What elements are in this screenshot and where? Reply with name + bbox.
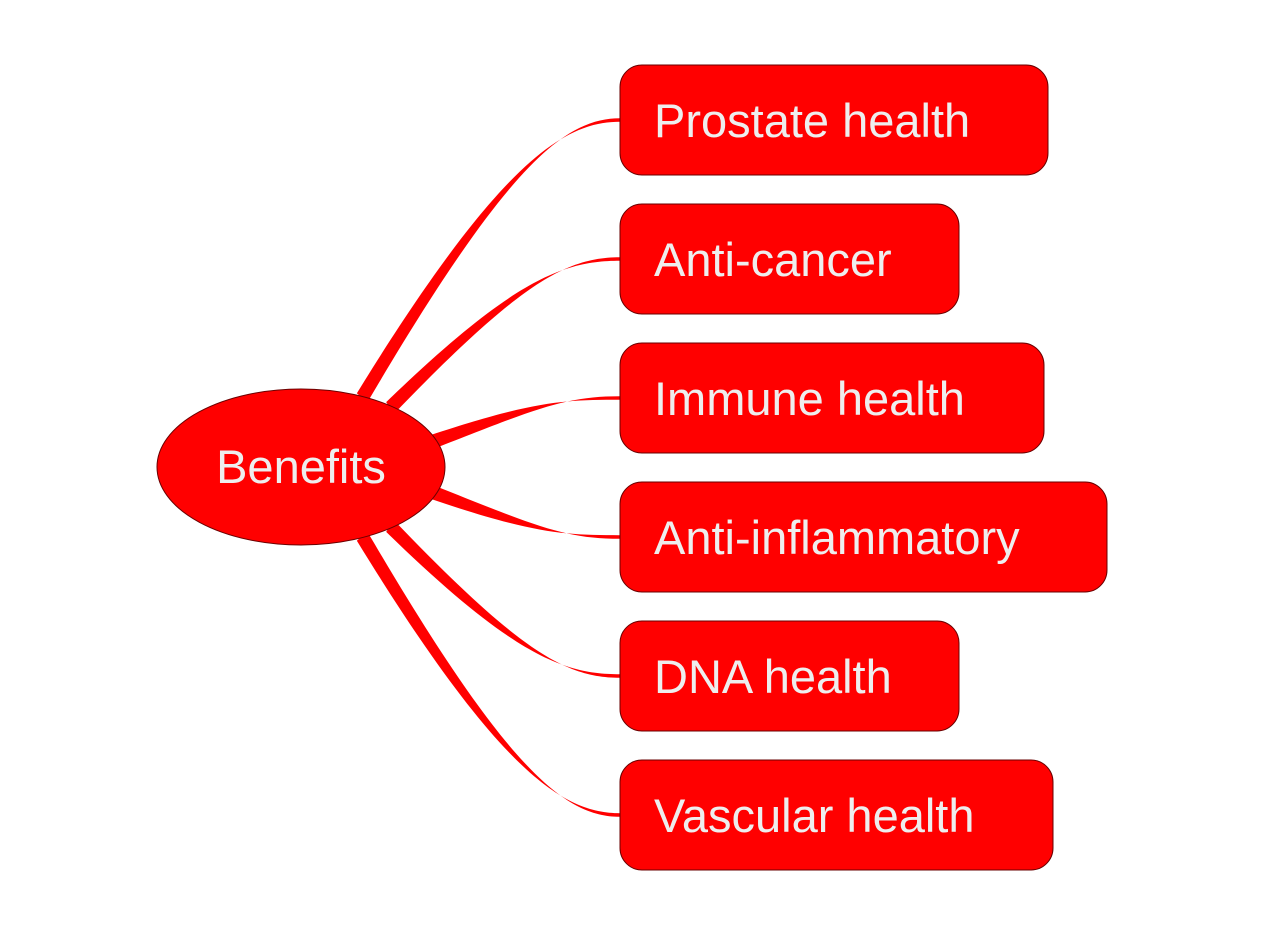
branch-node-label: DNA health: [654, 650, 892, 703]
branch-node-label: Anti-cancer: [654, 233, 892, 286]
center-node-label: Benefits: [216, 440, 386, 493]
branch-node-label: Anti-inflammatory: [654, 511, 1020, 564]
branch-node[interactable]: [619, 342, 1045, 454]
branch-node[interactable]: [619, 620, 960, 732]
branch-link: [356, 531, 620, 817]
branch-node[interactable]: [619, 759, 1054, 871]
branch-link: [430, 485, 620, 539]
branch-node[interactable]: [619, 481, 1108, 593]
branch-link: [356, 118, 620, 403]
branch-node[interactable]: [619, 203, 960, 315]
branch-node-label: Immune health: [654, 372, 965, 425]
branch-link: [386, 520, 620, 678]
branch-link: [430, 396, 620, 449]
branch-node-label: Prostate health: [654, 94, 970, 147]
branch-link: [386, 257, 620, 414]
branch-node-label: Vascular health: [654, 789, 975, 842]
branch-node[interactable]: [619, 64, 1049, 176]
center-node[interactable]: [156, 388, 446, 546]
